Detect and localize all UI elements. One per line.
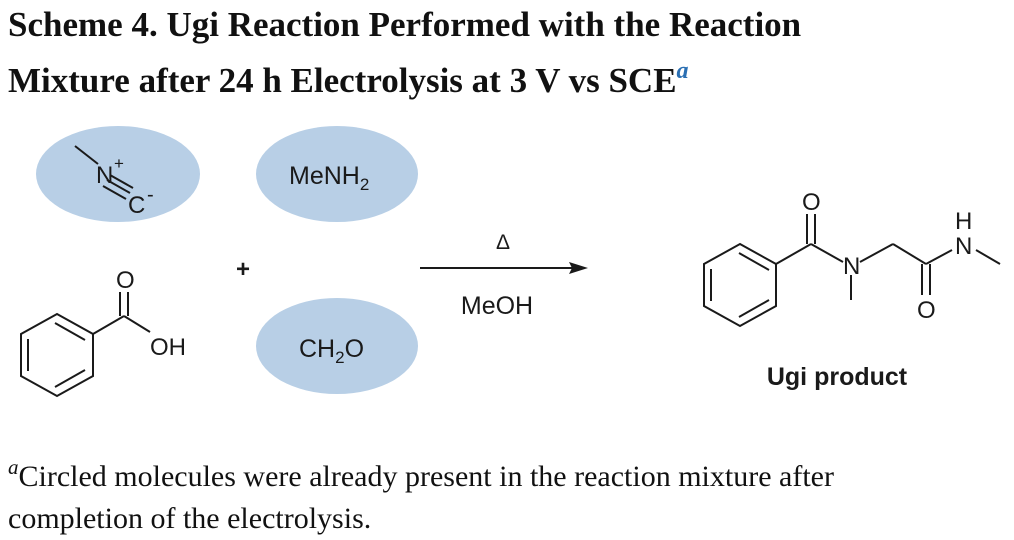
caption-line-2-text: Mixture after 24 h Electrolysis at 3 V v… (8, 61, 677, 100)
formaldehyde-highlight (256, 298, 418, 394)
isocyanide-n-label: N (96, 162, 113, 189)
methylamine-highlight (256, 126, 418, 222)
ugi-product-label: Ugi product (767, 363, 908, 391)
formaldehyde-prefix: CH (299, 335, 335, 363)
formaldehyde-subscript: 2 (335, 348, 344, 367)
reaction-scheme: N + C - MeNH2 CH2O O OH + Δ MeOH (20, 126, 1001, 398)
caption-footnote-marker: a (676, 58, 689, 84)
scheme-caption: Scheme 4. Ugi Reaction Performed with th… (8, 2, 1008, 104)
isocyanide-n-charge: + (114, 154, 124, 173)
methylamine-main: MeNH (289, 162, 360, 190)
footnote-line-1: aCircled molecules were already present … (8, 446, 1008, 498)
product-nh-h: H (955, 208, 972, 235)
isocyanide-c-charge: - (147, 184, 154, 206)
methyl-isocyanide (74, 145, 134, 200)
plus-sign: + (236, 256, 250, 283)
isocyanide-c-label: C (128, 192, 145, 219)
product-carbonyl-o-1: O (802, 189, 821, 216)
arrow-condition-heat: Δ (496, 231, 510, 254)
methylamine-label: MeNH2 (289, 162, 369, 194)
formaldehyde-label: CH2O (299, 335, 364, 367)
methylamine-subscript: 2 (360, 175, 369, 194)
footnote-line-1-text: Circled molecules were already present i… (18, 460, 834, 493)
benzoic-acid (20, 292, 151, 398)
product-nh-n: N (955, 233, 972, 260)
scheme-footnote: aCircled molecules were already present … (8, 446, 1008, 540)
footnote-marker: a (8, 455, 19, 479)
footnote-line-2: completion of the electrolysis. (8, 502, 372, 535)
reaction-arrow (420, 262, 588, 274)
benzoic-acid-hydroxyl: OH (150, 334, 186, 361)
arrow-condition-solvent: MeOH (461, 292, 533, 320)
product-amide-n: N (843, 253, 860, 280)
caption-line-2: Mixture after 24 h Electrolysis at 3 V v… (8, 48, 1008, 104)
formaldehyde-suffix: O (345, 335, 364, 363)
isocyanide-highlight (36, 126, 200, 222)
product-carbonyl-o-2: O (917, 297, 936, 324)
caption-line-1: Scheme 4. Ugi Reaction Performed with th… (8, 5, 802, 44)
ugi-product (703, 214, 1001, 328)
benzoic-acid-carbonyl-o: O (116, 267, 135, 294)
